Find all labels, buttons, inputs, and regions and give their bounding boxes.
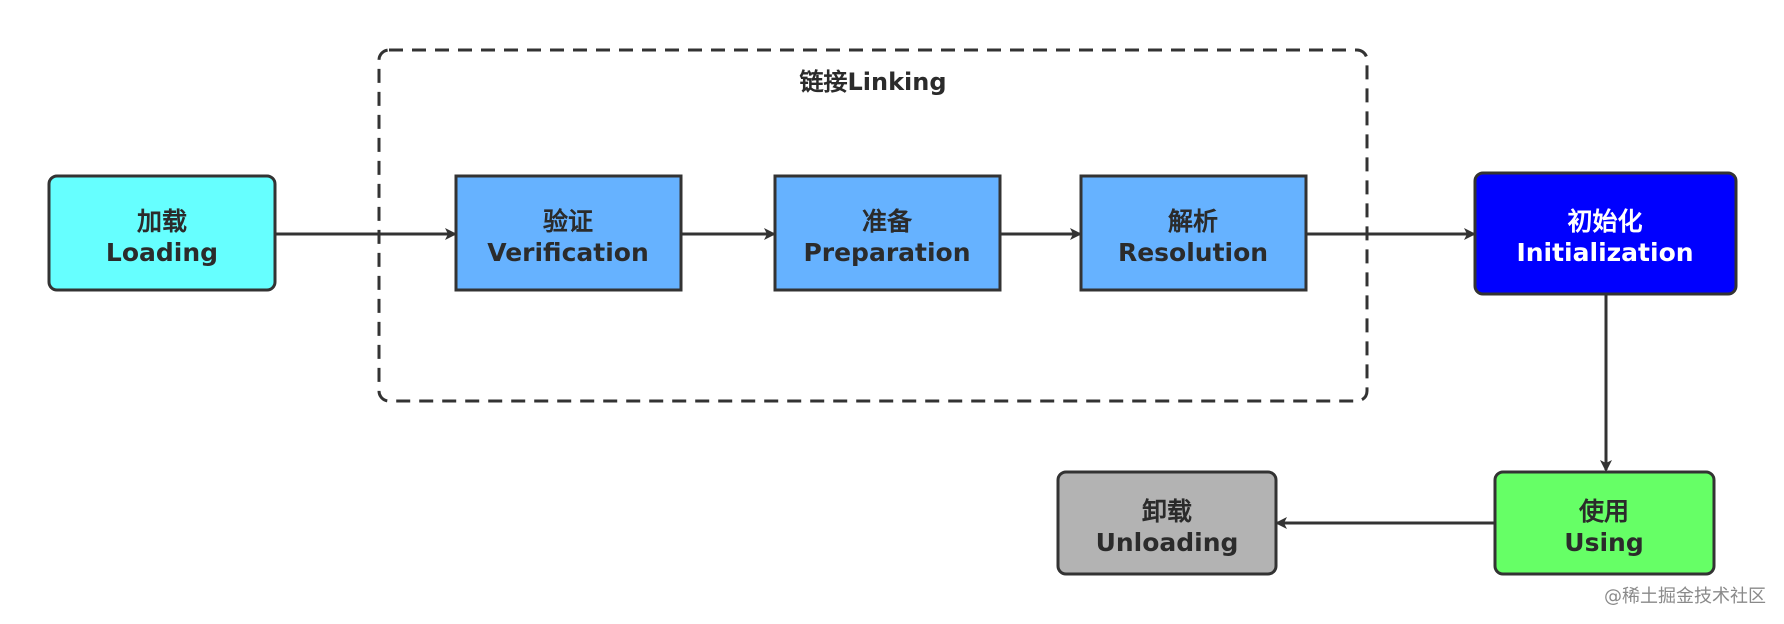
node-unloading-label-en: Unloading: [1096, 528, 1239, 557]
node-resolution-label-zh: 解析: [1168, 207, 1218, 236]
node-loading-label-en: Loading: [106, 238, 218, 267]
node-verification: 验证 Verification: [454, 174, 683, 292]
node-verification-box: [454, 174, 683, 292]
node-unloading-box: [1056, 470, 1278, 576]
watermark-text: @稀土掘金技术社区: [1604, 586, 1766, 607]
node-unloading-label-zh: 卸载: [1142, 497, 1192, 526]
linking-group-label: 链接Linking: [799, 68, 946, 96]
node-resolution: 解析 Resolution: [1079, 174, 1308, 292]
node-preparation: 准备 Preparation: [773, 174, 1002, 292]
node-preparation-box: [773, 174, 1002, 292]
node-initialization: 初始化 Initialization: [1473, 171, 1738, 296]
node-initialization-label-en: Initialization: [1516, 238, 1693, 267]
node-using: 使用 Using: [1493, 470, 1716, 576]
node-resolution-label-en: Resolution: [1118, 238, 1268, 267]
node-verification-label-zh: 验证: [543, 207, 593, 236]
linking-group: 链接Linking: [377, 48, 1369, 403]
node-initialization-box: [1473, 171, 1738, 296]
node-using-box: [1493, 470, 1716, 576]
node-resolution-box: [1079, 174, 1308, 292]
connectors: [276, 228, 1612, 529]
node-preparation-label-zh: 准备: [862, 207, 913, 236]
node-using-label-zh: 使用: [1578, 497, 1629, 526]
node-preparation-label-en: Preparation: [803, 238, 970, 267]
node-verification-label-en: Verification: [487, 238, 649, 267]
node-initialization-label-zh: 初始化: [1567, 207, 1642, 236]
linking-group-border: [377, 48, 1369, 403]
node-loading: 加载 Loading: [47, 174, 277, 292]
node-using-label-en: Using: [1564, 528, 1643, 557]
node-loading-label-zh: 加载: [136, 207, 187, 236]
node-loading-box: [47, 174, 277, 292]
node-unloading: 卸载 Unloading: [1056, 470, 1278, 576]
